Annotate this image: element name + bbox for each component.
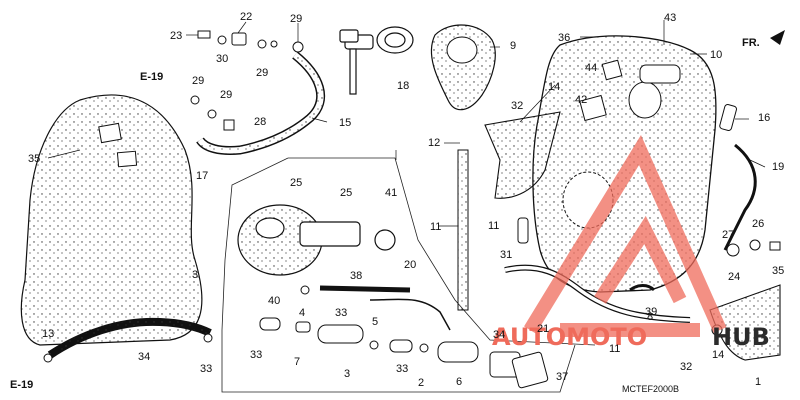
front-arrow-icon — [770, 30, 785, 45]
callout-24: 24 — [728, 271, 740, 283]
callout-44: 44 — [585, 62, 597, 74]
right-fasteners — [517, 104, 781, 336]
callout-42: 42 — [575, 94, 587, 106]
leader-lines — [47, 20, 766, 227]
watermark-logo — [524, 134, 727, 337]
callout-40: 40 — [268, 295, 280, 307]
callout-4: 4 — [299, 307, 305, 319]
watermark-text-b: HUB — [712, 323, 770, 351]
callout-13: 13 — [42, 328, 54, 340]
wire-harness — [369, 298, 451, 331]
callout-14: 14 — [548, 81, 560, 93]
callout-22: 22 — [240, 11, 252, 23]
key-set-18 — [339, 26, 414, 95]
callout-5: 5 — [372, 316, 378, 328]
assembly-boundary — [221, 157, 596, 393]
callout-2: 2 — [418, 377, 424, 389]
callout-14: 14 — [712, 349, 724, 361]
callout-27: 27 — [722, 229, 734, 241]
callout-32: 32 — [511, 100, 523, 112]
fuel-pump-17 — [237, 204, 396, 276]
callout-33: 33 — [200, 363, 212, 375]
diagram-code: MCTEF2000B — [622, 384, 679, 394]
callout-1: 1 — [755, 376, 761, 388]
bottom-row-parts — [43, 285, 549, 389]
bracket-14-upper — [484, 111, 561, 199]
callout-9: 9 — [510, 40, 516, 52]
callout-3: 3 — [344, 368, 350, 380]
callout-34: 34 — [138, 351, 150, 363]
watermark-text-a: AUTOMOTO — [492, 323, 647, 351]
callout-28: 28 — [254, 116, 266, 128]
callout-19: 19 — [772, 161, 784, 173]
callout-31: 31 — [500, 249, 512, 261]
callout-29: 29 — [220, 89, 232, 101]
callout-16: 16 — [758, 112, 770, 124]
callout-3: 3 — [192, 269, 198, 281]
callout-33: 33 — [250, 349, 262, 361]
callout-12: 12 — [428, 137, 440, 149]
callout-17: 17 — [196, 170, 208, 182]
callout-32: 32 — [680, 361, 692, 373]
callout-6: 6 — [456, 376, 462, 388]
callout-FR.: FR. — [742, 37, 760, 49]
callout-30: 30 — [216, 53, 228, 65]
callout-11: 11 — [430, 221, 441, 233]
callout-29: 29 — [256, 67, 268, 79]
callout-43: 43 — [664, 12, 676, 24]
ref-label-e19-bottom: E-19 — [10, 379, 33, 391]
callout-8: 8 — [647, 311, 653, 323]
callout-34: 34 — [493, 329, 505, 341]
callout-37: 37 — [556, 371, 568, 383]
callout-33: 33 — [396, 363, 408, 375]
heat-guard-19 — [20, 94, 203, 346]
hose-15 — [196, 51, 326, 155]
callout-18: 18 — [397, 80, 409, 92]
callout-36: 36 — [558, 32, 570, 44]
callout-35: 35 — [772, 265, 784, 277]
callout-38: 38 — [350, 270, 362, 282]
callout-39: 39 — [645, 306, 657, 318]
ref-label-e19-top: E-19 — [140, 71, 163, 83]
callout-29: 29 — [290, 13, 302, 25]
callout-25: 25 — [290, 177, 302, 189]
callout-29: 29 — [192, 75, 204, 87]
callout-21: 21 — [537, 323, 549, 335]
fasteners-top-left — [190, 30, 304, 131]
hose-4 — [319, 285, 411, 293]
callout-41: 41 — [385, 187, 397, 199]
callout-10: 10 — [710, 49, 722, 61]
callout-11: 11 — [488, 220, 499, 232]
callout-26: 26 — [752, 218, 764, 230]
watermark-text: AUTOMOTO HUB — [492, 323, 770, 351]
callout-35: 35 — [28, 153, 40, 165]
hose-16 — [723, 143, 757, 251]
callout-33: 33 — [335, 307, 347, 319]
callout-15: 15 — [339, 117, 351, 129]
tube-41 — [457, 149, 469, 311]
callout-25: 25 — [340, 187, 352, 199]
callout-23: 23 — [170, 30, 182, 42]
callout-20: 20 — [404, 259, 416, 271]
callout-7: 7 — [294, 356, 300, 368]
callout-11: 11 — [609, 343, 620, 355]
